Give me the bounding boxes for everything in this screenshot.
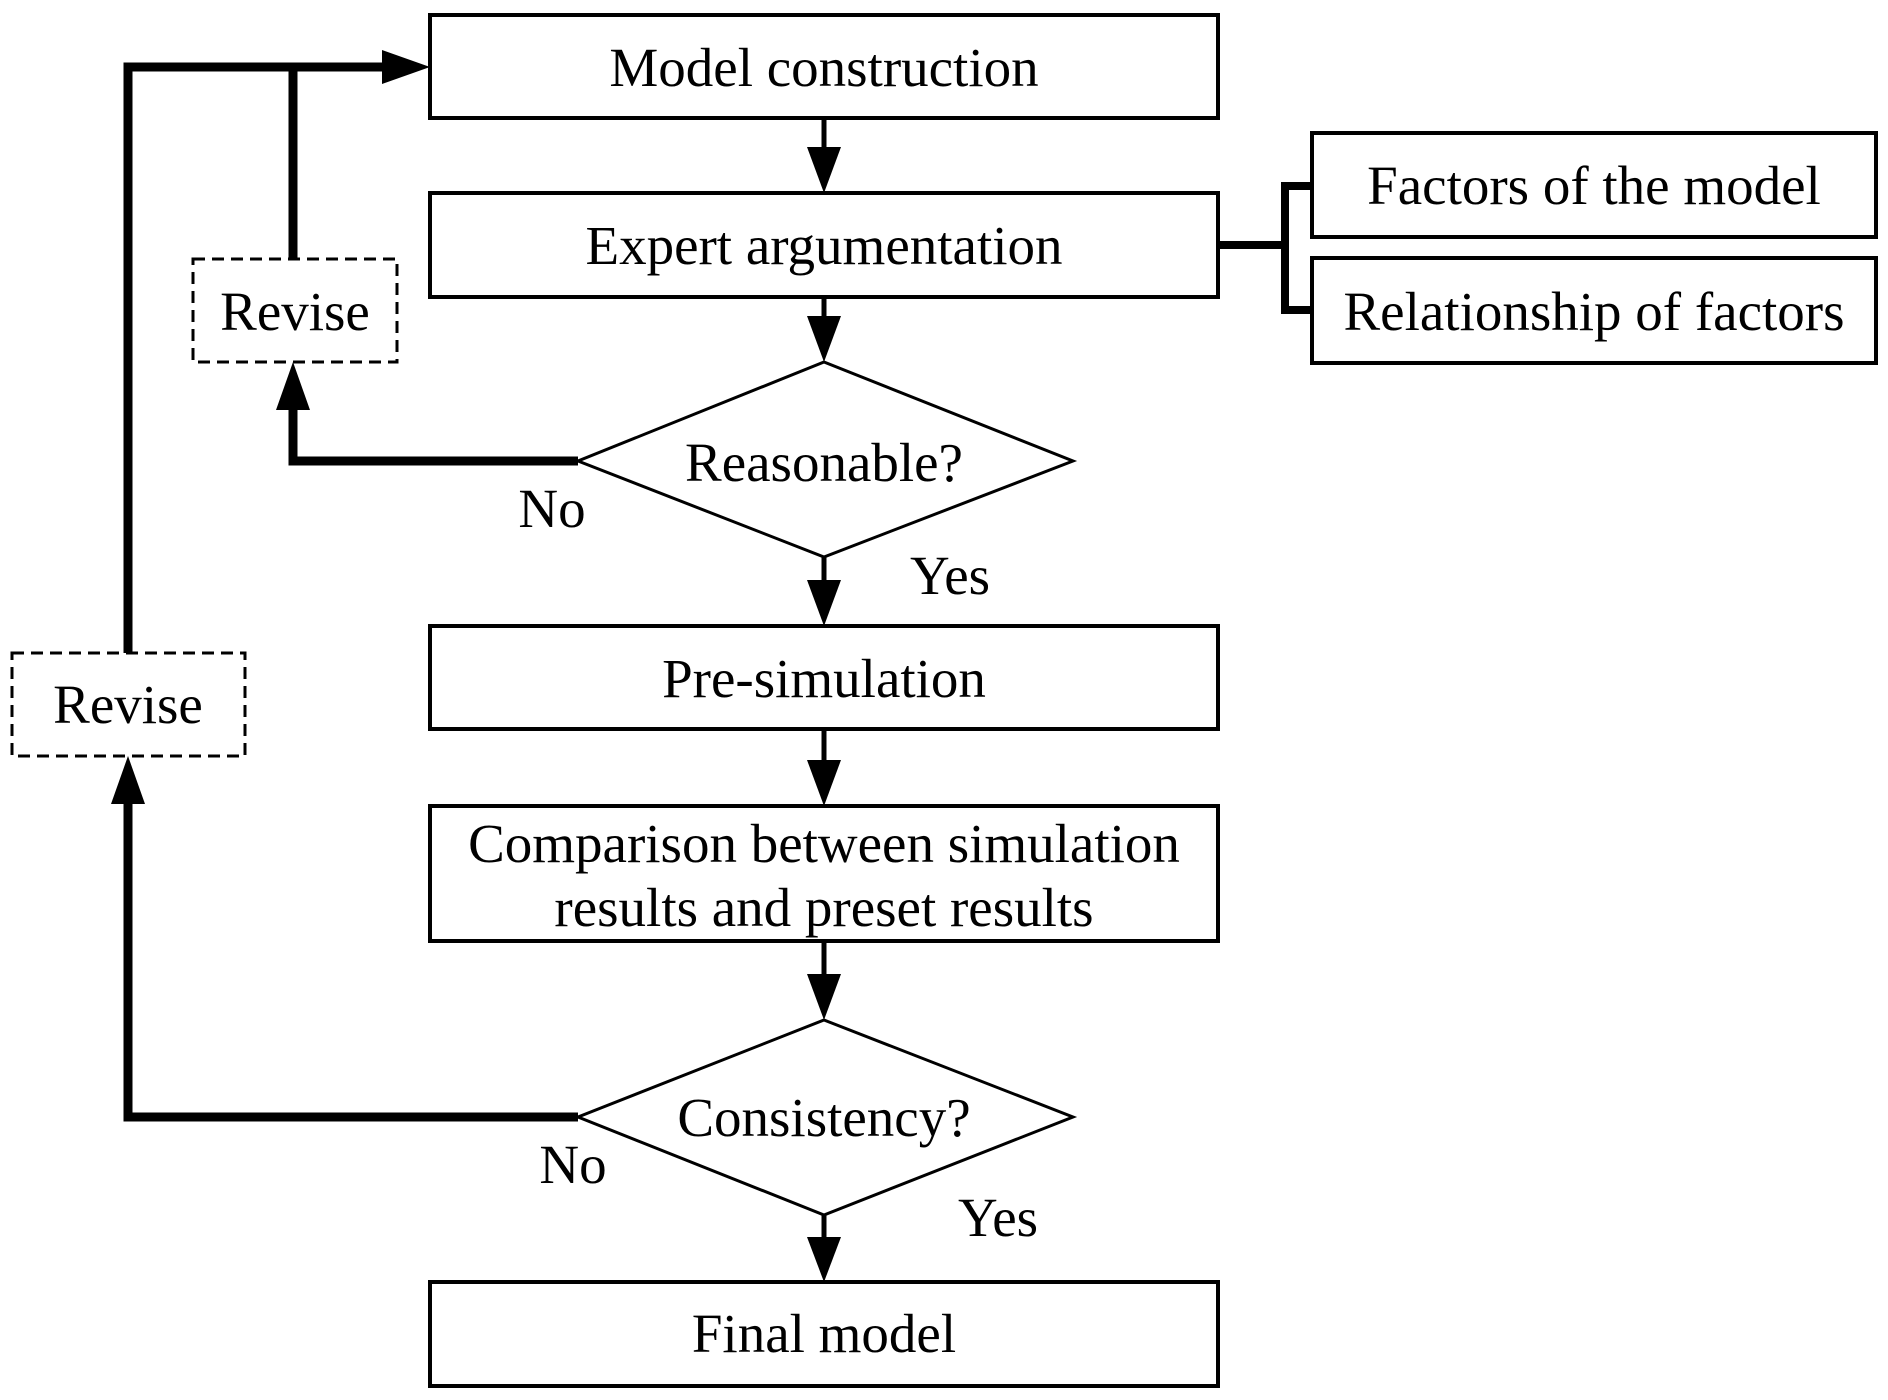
node-box [428, 1280, 1220, 1388]
node-label: Pre-simulation [662, 648, 986, 709]
node-label: Revise [53, 674, 203, 735]
node-label: Factors of the model [1367, 155, 1821, 216]
arrowhead-down-icon [807, 760, 841, 806]
node-consistency-decision: Consistency? [573, 1018, 1078, 1217]
node-box [428, 624, 1220, 731]
node-expert-argumentation: Expert argumentation [428, 191, 1220, 299]
node-label: Revise [220, 281, 370, 342]
node-model-construction: Model construction [428, 13, 1220, 120]
arrow-model-to-expert [807, 118, 841, 193]
node-box-dashed [191, 257, 399, 364]
decision-diamond [573, 1018, 1078, 1217]
edge-revise-lower-to-model-construction [123, 50, 430, 653]
node-pre-simulation: Pre-simulation [428, 624, 1220, 731]
arrowhead-down-icon [807, 147, 841, 193]
node-box [428, 804, 1220, 943]
edge-line [123, 62, 384, 653]
node-label: Final model [692, 1303, 956, 1364]
node-label: Reasonable? [685, 432, 963, 493]
node-box [428, 13, 1220, 120]
edge-label-consistency-yes: Yes [958, 1187, 1038, 1248]
node-box [428, 191, 1220, 299]
bracket-line [1218, 182, 1312, 314]
node-label-line2: results and preset results [554, 877, 1093, 938]
node-label: Consistency? [677, 1087, 970, 1148]
arrowhead-up-icon [276, 362, 310, 410]
arrowhead-down-icon [807, 580, 841, 626]
arrow-consistency-to-final [807, 1215, 841, 1282]
arrowhead-down-icon [807, 974, 841, 1020]
node-final-model: Final model [428, 1280, 1220, 1388]
edge-line [288, 408, 578, 466]
node-relationship-of-factors: Relationship of factors [1310, 256, 1878, 365]
edge-label-consistency-no: No [539, 1134, 606, 1195]
arrow-presimulation-to-comparison [807, 729, 841, 806]
edge-reasonable-no-to-revise-upper [276, 362, 578, 466]
arrowhead-up-icon [111, 756, 145, 804]
node-factors-of-the-model: Factors of the model [1310, 131, 1878, 239]
node-label: Model construction [609, 37, 1038, 98]
node-label-line1: Comparison between simulation [468, 813, 1180, 874]
connector-expert-to-factor-boxes [1218, 182, 1312, 314]
node-revise-lower: Revise [10, 651, 247, 758]
arrow-expert-to-reasonable [807, 297, 841, 362]
arrowhead-right-icon [382, 50, 430, 84]
node-label: Relationship of factors [1344, 281, 1845, 342]
arrowhead-down-icon [807, 1237, 841, 1282]
node-box [1310, 131, 1878, 239]
arrow-reasonable-to-presimulation [807, 557, 841, 626]
edge-line [123, 802, 578, 1122]
decision-diamond [573, 360, 1078, 559]
node-revise-upper: Revise [191, 257, 399, 364]
node-label: Expert argumentation [585, 215, 1062, 276]
node-reasonable-decision: Reasonable? [573, 360, 1078, 559]
arrow-comparison-to-consistency [807, 941, 841, 1020]
node-box [1310, 256, 1878, 365]
edge-label-reasonable-no: No [518, 478, 585, 539]
arrowhead-down-icon [807, 316, 841, 362]
edge-label-reasonable-yes: Yes [910, 545, 990, 606]
edge-consistency-no-to-revise-lower [111, 756, 578, 1122]
node-box-dashed [10, 651, 247, 758]
node-comparison: Comparison between simulation results an… [428, 804, 1220, 943]
